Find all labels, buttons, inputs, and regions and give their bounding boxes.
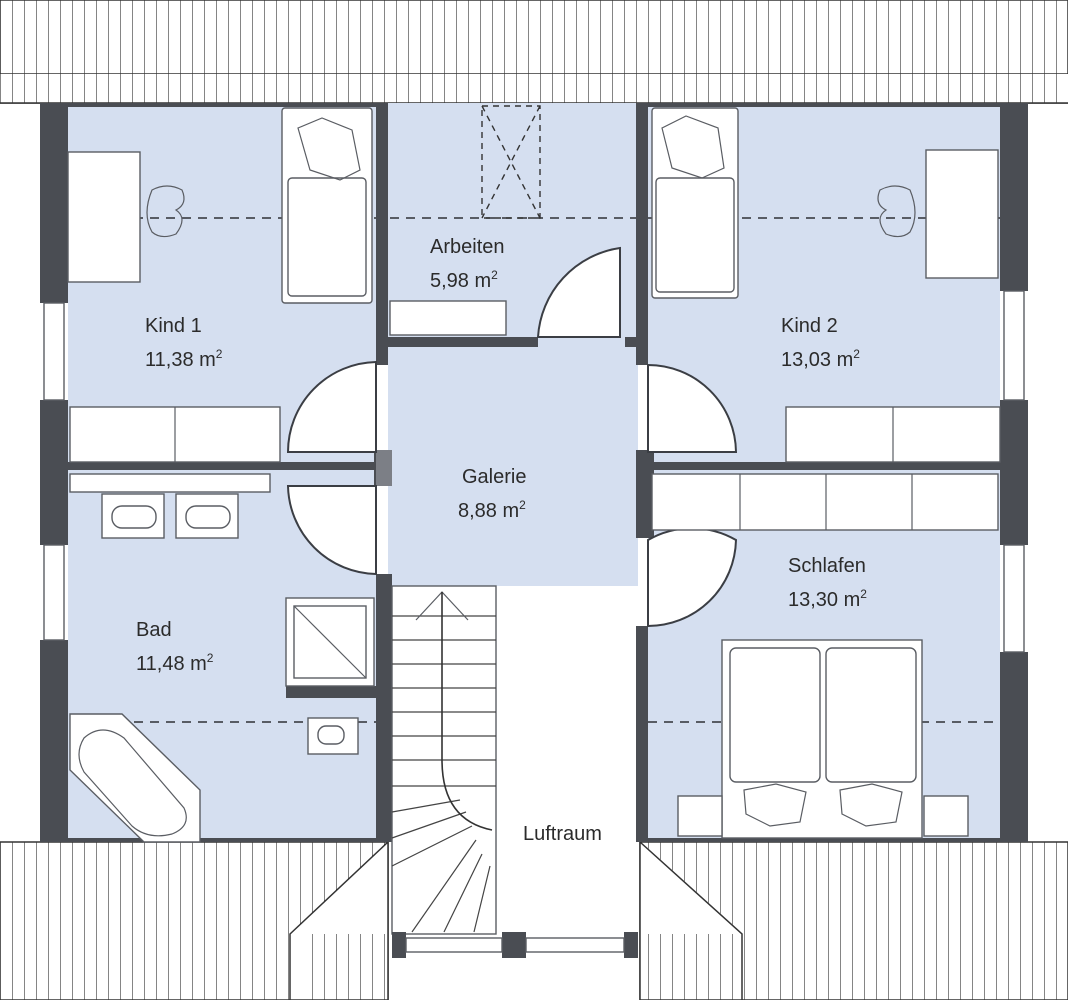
room-name-galerie: Galerie <box>462 466 526 488</box>
floor-galerie <box>388 341 638 586</box>
floor-luftraum <box>496 784 636 934</box>
room-area-kind1: 11,38 m2 <box>145 347 223 371</box>
roof-tiles-bottom-right <box>639 840 1068 1000</box>
staircase <box>391 585 638 958</box>
room-name-kind1: Kind 1 <box>145 315 202 337</box>
room-name-bad: Bad <box>136 619 172 641</box>
outer-walls <box>40 103 1028 842</box>
furniture-kind2 <box>651 107 1001 463</box>
furniture-schlafen <box>651 473 999 839</box>
room-name-luftraum: Luftraum <box>523 823 602 845</box>
roof-tiles-bottom-left <box>0 840 389 1000</box>
windows <box>43 290 1025 653</box>
furniture-arbeiten <box>389 105 541 336</box>
room-area-kind2: 13,03 m2 <box>781 347 860 371</box>
inner-walls <box>68 103 1000 842</box>
room-name-arbeiten: Arbeiten <box>430 236 505 258</box>
room-name-kind2: Kind 2 <box>781 315 838 337</box>
door-swings <box>286 246 738 628</box>
room-labels: Kind 1 11,38 m2 Arbeiten 5,98 m2 Kind 2 … <box>136 236 867 845</box>
furniture-bad <box>69 473 375 843</box>
roof-tiles-top <box>0 0 1068 104</box>
room-area-bad: 11,48 m2 <box>136 651 214 675</box>
room-area-arbeiten: 5,98 m2 <box>430 268 498 292</box>
room-area-schlafen: 13,30 m2 <box>788 587 867 611</box>
furniture-kind1 <box>67 107 373 463</box>
room-area-galerie: 8,88 m2 <box>458 498 526 522</box>
room-name-schlafen: Schlafen <box>788 555 866 577</box>
